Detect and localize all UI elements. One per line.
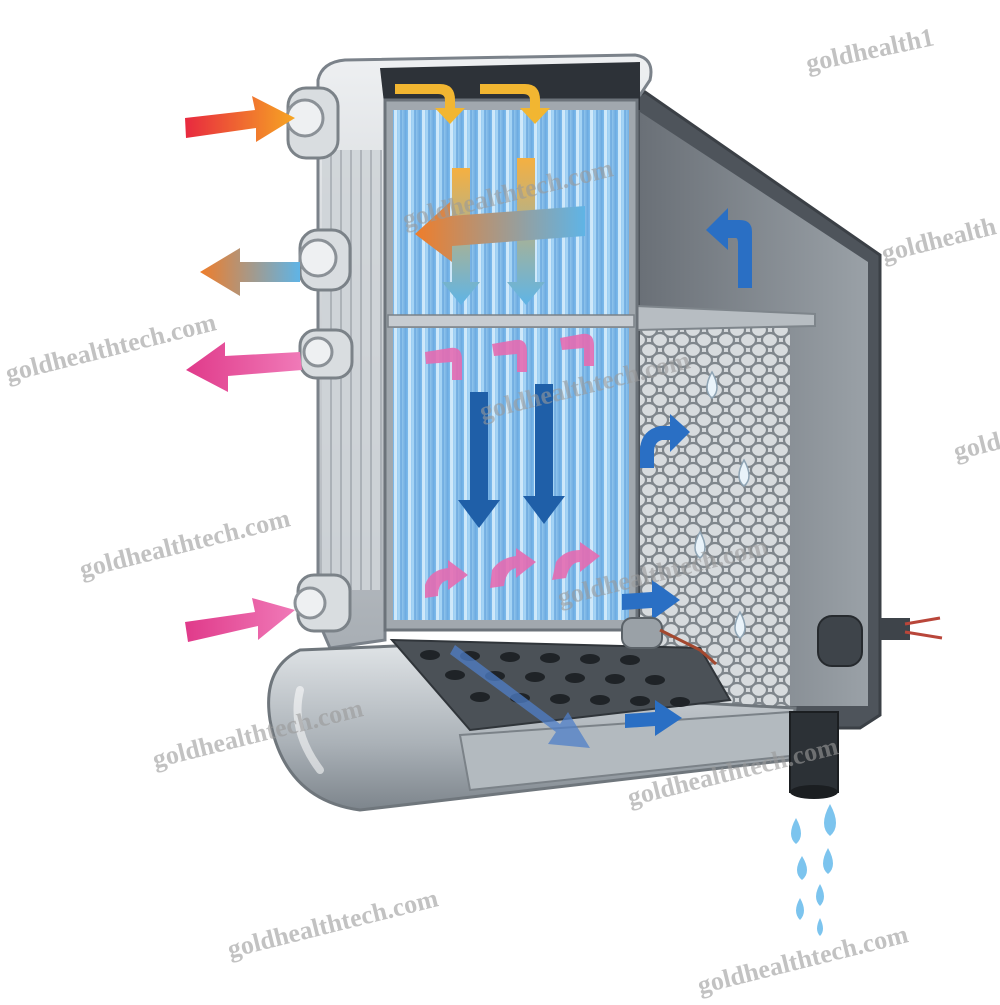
arrow-left-icon: [186, 342, 302, 392]
mist-droplets: [694, 370, 750, 639]
chiller-core: [393, 328, 629, 620]
down-arrow-icon: [458, 392, 500, 528]
droplet-icon: [797, 856, 807, 880]
droplet-icon: [796, 898, 804, 920]
curved-arrow-icon: [490, 548, 536, 588]
watermark-text: goldhealthtech.com: [76, 503, 293, 583]
curved-arrow-icon: [480, 84, 550, 124]
watermark-text: goldhealthtech.com: [2, 307, 219, 387]
up-arrow-icon: [706, 208, 752, 288]
curved-arrow-icon: [492, 339, 527, 372]
droplet-icon: [824, 804, 836, 836]
left-arrow-icon: [415, 202, 585, 262]
internal-flow-arrows: [395, 84, 752, 748]
curved-arrow-icon: [395, 84, 465, 124]
droplet-icon: [816, 884, 824, 906]
arrow-left-icon: [200, 248, 300, 296]
curved-arrow-icon: [425, 560, 468, 598]
watermark-text: goldhealthtech.com: [224, 883, 441, 963]
condensate-drops: [791, 804, 836, 936]
ports: [285, 86, 943, 799]
core-divider: [387, 314, 635, 328]
sump-highlight: [293, 686, 324, 774]
droplet-icon: [694, 530, 706, 559]
droplet-icon: [823, 848, 833, 874]
right-arrow-icon: [622, 580, 680, 620]
refrigerant-inlet-port: [293, 573, 352, 633]
diagonal-arrow-icon: [450, 645, 590, 748]
curved-arrow-icon: [640, 414, 690, 468]
watermark-text: goldhealthtech.com: [694, 919, 911, 999]
level-sensor: [817, 615, 943, 667]
drain-nozzle: [789, 711, 839, 799]
arrow-right-icon: [185, 96, 295, 142]
arrow-right-icon: [185, 598, 295, 642]
curved-arrow-icon: [552, 542, 600, 580]
droplet-icon: [817, 918, 823, 936]
curved-arrow-icon: [560, 333, 594, 366]
curved-arrow-icon: [425, 347, 462, 380]
hot-outlet-port: [298, 228, 352, 292]
float-valve: [621, 617, 717, 666]
refrigerant-outlet-port: [298, 328, 354, 380]
watermark-text: gold: [950, 426, 1000, 466]
right-arrow-icon: [625, 700, 682, 736]
droplet-icon: [738, 458, 750, 487]
external-flow-arrows: [185, 96, 302, 642]
down-arrow-icon: [523, 384, 565, 524]
watermark-text: goldhealth: [878, 211, 999, 268]
droplet-icon: [706, 370, 718, 399]
hot-inlet-port: [285, 86, 340, 160]
watermark-text: goldhealth1: [803, 22, 936, 77]
droplet-icon: [791, 818, 801, 844]
droplet-icon: [734, 610, 746, 639]
